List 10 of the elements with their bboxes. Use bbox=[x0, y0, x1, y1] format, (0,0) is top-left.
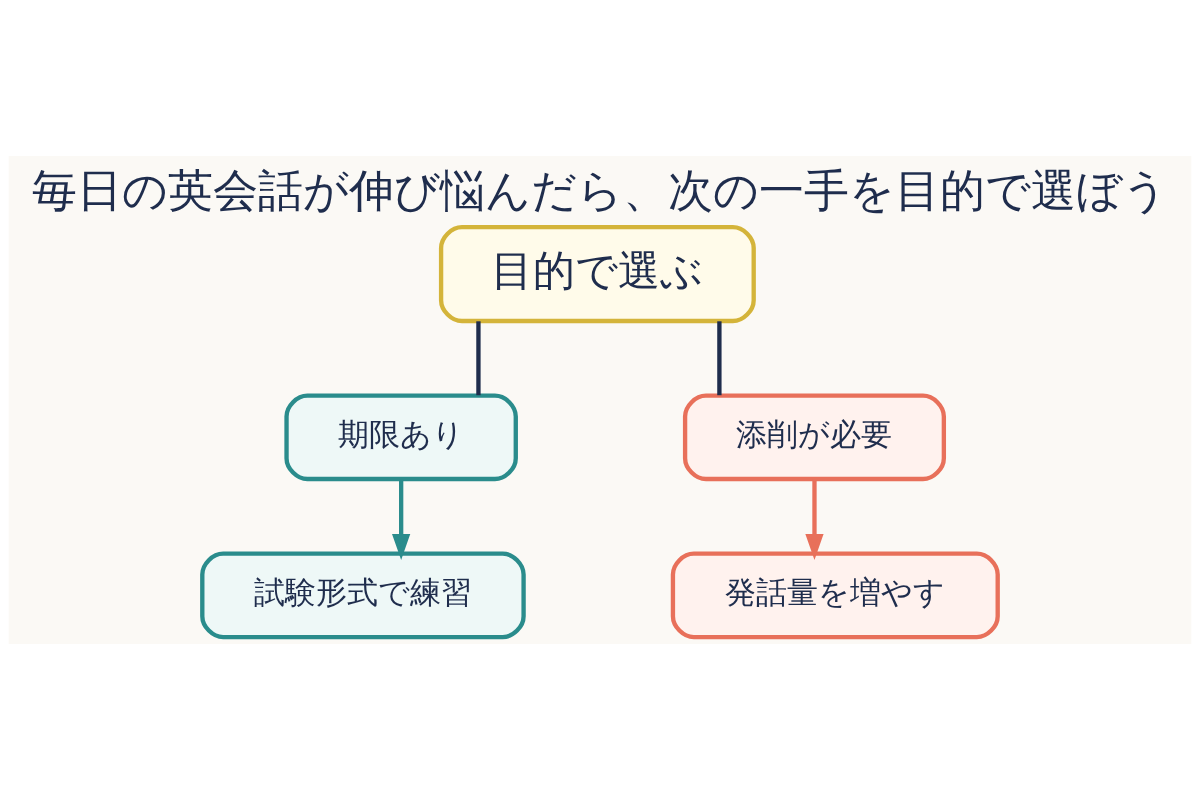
node-box: 添削が必要 bbox=[682, 393, 947, 482]
node-box: 発話量を増やす bbox=[670, 551, 1000, 640]
arrow bbox=[392, 479, 411, 560]
diagram-title: 毎日の英会話が伸び悩んだら、次の一手を目的で選ぼう bbox=[32, 164, 1168, 218]
node-box: 目的で選ぶ bbox=[438, 225, 756, 324]
node-box: 試験形式で練習 bbox=[200, 551, 526, 640]
connector bbox=[476, 321, 481, 396]
arrow bbox=[805, 479, 824, 560]
node-box: 期限あり bbox=[284, 393, 518, 482]
connector bbox=[717, 321, 722, 396]
